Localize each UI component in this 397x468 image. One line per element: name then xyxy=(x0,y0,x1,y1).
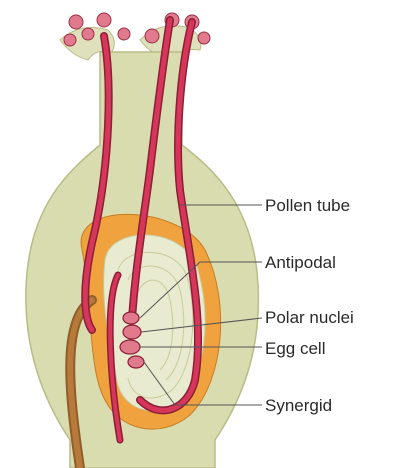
egg-cell-shape xyxy=(120,340,140,354)
label-pollen-tube: Pollen tube xyxy=(265,196,350,215)
antipodal-cell xyxy=(123,312,139,324)
pollen-grain xyxy=(118,28,130,40)
pollen-grain xyxy=(145,29,159,43)
label-antipodal: Antipodal xyxy=(265,253,336,272)
label-synergid: Synergid xyxy=(265,396,332,415)
label-polar-nuclei: Polar nuclei xyxy=(265,308,354,327)
polar-nuclei-cell xyxy=(123,325,141,339)
pollen-grain xyxy=(64,34,76,46)
pollen-grain xyxy=(97,13,111,27)
pollen-grain xyxy=(69,15,83,29)
synergid-cell xyxy=(128,356,144,368)
pollen-grain xyxy=(82,28,94,40)
pollen-grain xyxy=(198,32,210,44)
label-egg-cell: Egg cell xyxy=(265,339,325,358)
